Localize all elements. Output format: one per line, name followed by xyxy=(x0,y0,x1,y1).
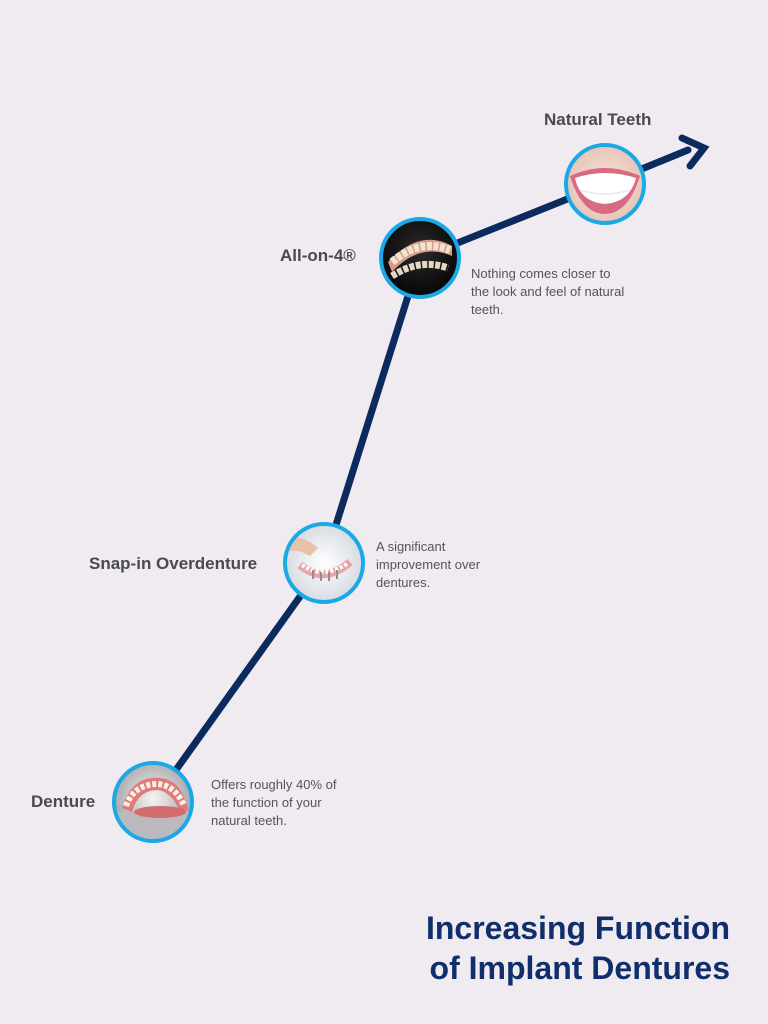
stage-description-snap-in-overdenture: A significant improvement over dentures. xyxy=(376,539,481,590)
stage-label-all-on-4: All-on-4® xyxy=(280,246,356,265)
smile-photo-icon xyxy=(564,143,646,225)
all-on-4-photo-icon xyxy=(379,217,461,299)
diagram-title: Increasing Function of Implant Dentures xyxy=(426,908,730,988)
stage-label-natural-teeth: Natural Teeth xyxy=(544,110,652,129)
stage-label-denture: Denture xyxy=(31,792,96,811)
diagram-title-line-1: Increasing Function xyxy=(425,910,730,946)
denture-photo-icon xyxy=(112,761,194,843)
diagram-title-line-2: of Implant Dentures xyxy=(429,950,730,986)
overdenture-photo-icon xyxy=(283,522,365,604)
stage-label-snap-in-overdenture: Snap-in Overdenture xyxy=(89,554,258,573)
stage-description-all-on-4: Nothing comes closer to the look and fee… xyxy=(471,266,625,317)
arrow-head-icon xyxy=(678,134,710,170)
stage-description-denture: Offers roughly 40% of the function of yo… xyxy=(211,777,337,828)
